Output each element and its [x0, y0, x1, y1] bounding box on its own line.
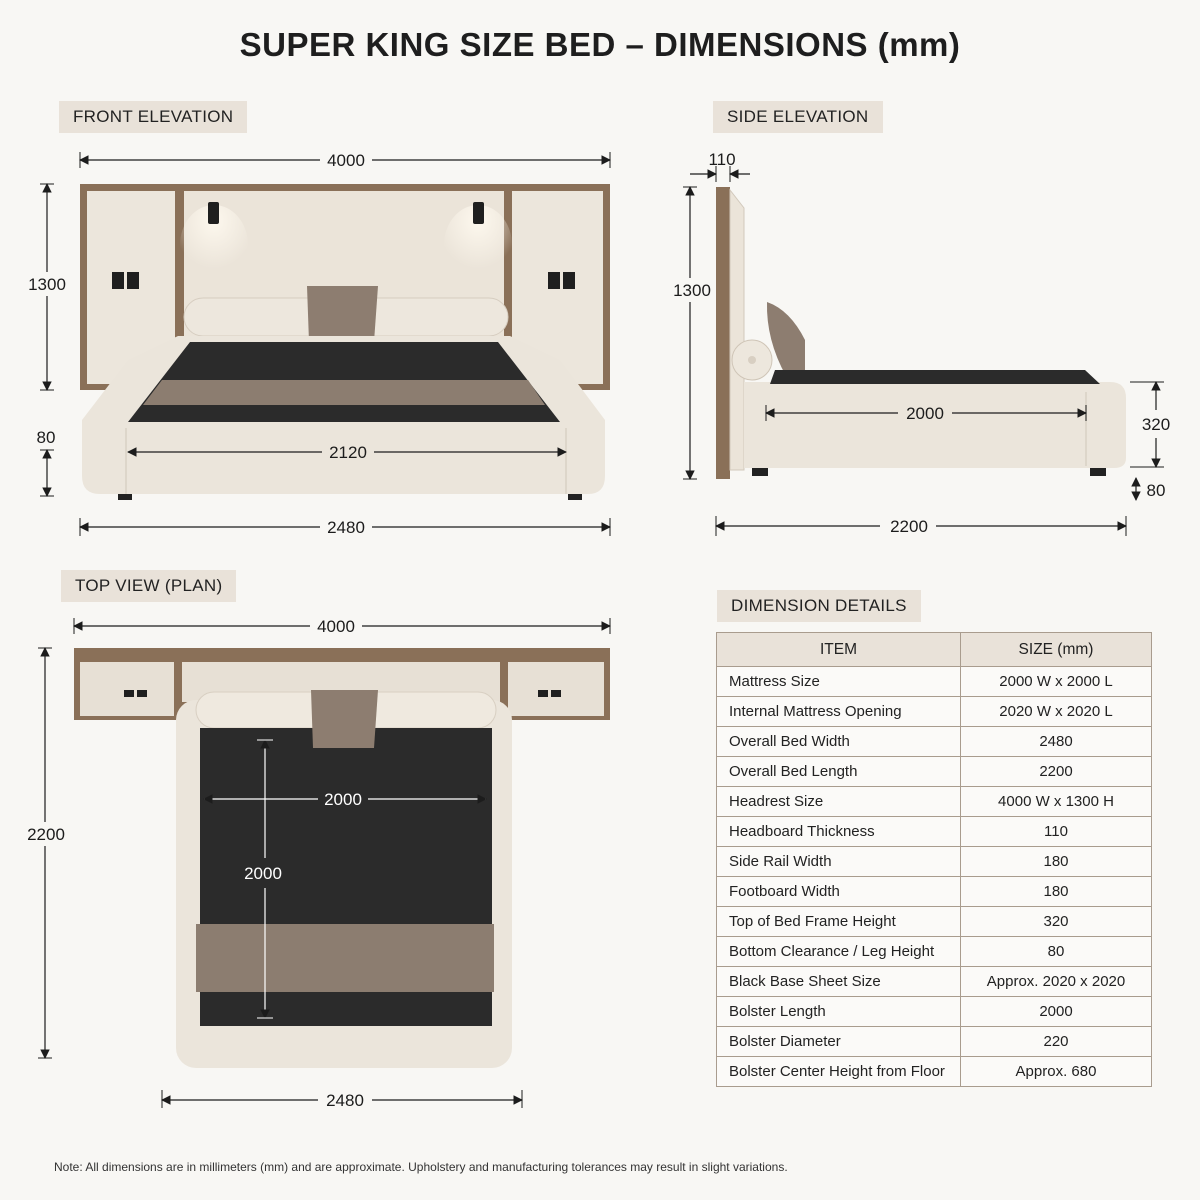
- row-item: Overall Bed Width: [716, 726, 961, 757]
- row-size: Approx. 680: [960, 1056, 1152, 1087]
- row-item: Bolster Diameter: [716, 1026, 961, 1057]
- top-bed-length-label: 2200: [27, 825, 65, 844]
- row-item: Internal Mattress Opening: [716, 696, 961, 727]
- row-item: Bottom Clearance / Leg Height: [716, 936, 961, 967]
- side-headboard-thickness-label: 110: [708, 150, 735, 169]
- front-headboard-height-label: 1300: [28, 275, 66, 294]
- side-elevation-label: SIDE ELEVATION: [713, 101, 883, 133]
- row-item: Black Base Sheet Size: [716, 966, 961, 997]
- row-item: Footboard Width: [716, 876, 961, 907]
- row-size: 80: [960, 936, 1152, 967]
- right-lamp-glow: [444, 205, 512, 285]
- top-left-panel: [80, 662, 174, 716]
- row-size: 180: [960, 876, 1152, 907]
- front-cushion: [307, 286, 378, 342]
- row-item: Overall Bed Length: [716, 756, 961, 787]
- row-item: Mattress Size: [716, 666, 961, 697]
- left-switch-icon: [127, 272, 139, 289]
- row-size: 320: [960, 906, 1152, 937]
- top-mattress-width-label: 2000: [324, 790, 362, 809]
- front-elevation-label: FRONT ELEVATION: [59, 101, 248, 133]
- front-elevation-drawing: [80, 184, 610, 500]
- row-item: Bolster Length: [716, 996, 961, 1027]
- top-mattress-length-label: 2000: [244, 864, 282, 883]
- row-size: 4000 W x 1300 H: [960, 786, 1152, 817]
- row-item: Bolster Center Height from Floor: [716, 1056, 961, 1087]
- front-headboard-width-label: 4000: [327, 151, 365, 170]
- row-size: 2480: [960, 726, 1152, 757]
- row-item: Headboard Thickness: [716, 816, 961, 847]
- row-size: 180: [960, 846, 1152, 877]
- row-size: 220: [960, 1026, 1152, 1057]
- table-header-size: SIZE (mm): [960, 632, 1152, 667]
- side-elevation-drawing: [716, 187, 1126, 479]
- side-cushion: [766, 302, 805, 376]
- side-frame-height-label: 320: [1142, 415, 1170, 434]
- side-bed-length-label: 2200: [890, 517, 928, 536]
- table-header-item: ITEM: [716, 632, 961, 667]
- row-item: Top of Bed Frame Height: [716, 906, 961, 937]
- row-item: Side Rail Width: [716, 846, 961, 877]
- dimension-details-label: DIMENSION DETAILS: [717, 590, 921, 622]
- front-runner: [143, 380, 545, 405]
- row-size: 2020 W x 2020 L: [960, 696, 1152, 727]
- row-size: 2200: [960, 756, 1152, 787]
- front-bed-width-label: 2480: [327, 518, 365, 537]
- top-view-label: TOP VIEW (PLAN): [61, 570, 237, 602]
- row-size: 110: [960, 816, 1152, 847]
- top-bed-width-label: 2480: [326, 1091, 364, 1110]
- front-mattress-width-label: 2120: [329, 443, 367, 462]
- side-mattress-length-label: 2000: [906, 404, 944, 423]
- side-leg-height-label: 80: [1147, 481, 1166, 500]
- row-item: Headrest Size: [716, 786, 961, 817]
- side-headboard-upholstery: [729, 188, 745, 471]
- front-leg-height-label: 80: [37, 428, 56, 447]
- left-switch-icon: [112, 272, 124, 289]
- top-view-drawing: [74, 648, 610, 1068]
- row-size: 2000 W x 2000 L: [960, 666, 1152, 697]
- row-size: 2000: [960, 996, 1152, 1027]
- top-runner: [196, 924, 494, 992]
- side-bed-frame: [744, 382, 1126, 468]
- top-cushion: [311, 690, 378, 748]
- top-right-panel: [508, 662, 604, 716]
- side-black-sheet: [770, 370, 1100, 384]
- row-size: Approx. 2020 x 2020: [960, 966, 1152, 997]
- page-title: SUPER KING SIZE BED – DIMENSIONS (mm): [239, 26, 961, 63]
- top-headboard-width-label: 4000: [317, 617, 355, 636]
- left-reading-lamp-icon: [208, 202, 219, 224]
- right-switch-icon: [563, 272, 575, 289]
- side-headboard-wood: [716, 187, 730, 479]
- footnote: Note: All dimensions are in millimeters …: [54, 1160, 788, 1174]
- right-reading-lamp-icon: [473, 202, 484, 224]
- right-switch-icon: [548, 272, 560, 289]
- side-headboard-height-label: 1300: [673, 281, 711, 300]
- left-lamp-glow: [180, 205, 248, 285]
